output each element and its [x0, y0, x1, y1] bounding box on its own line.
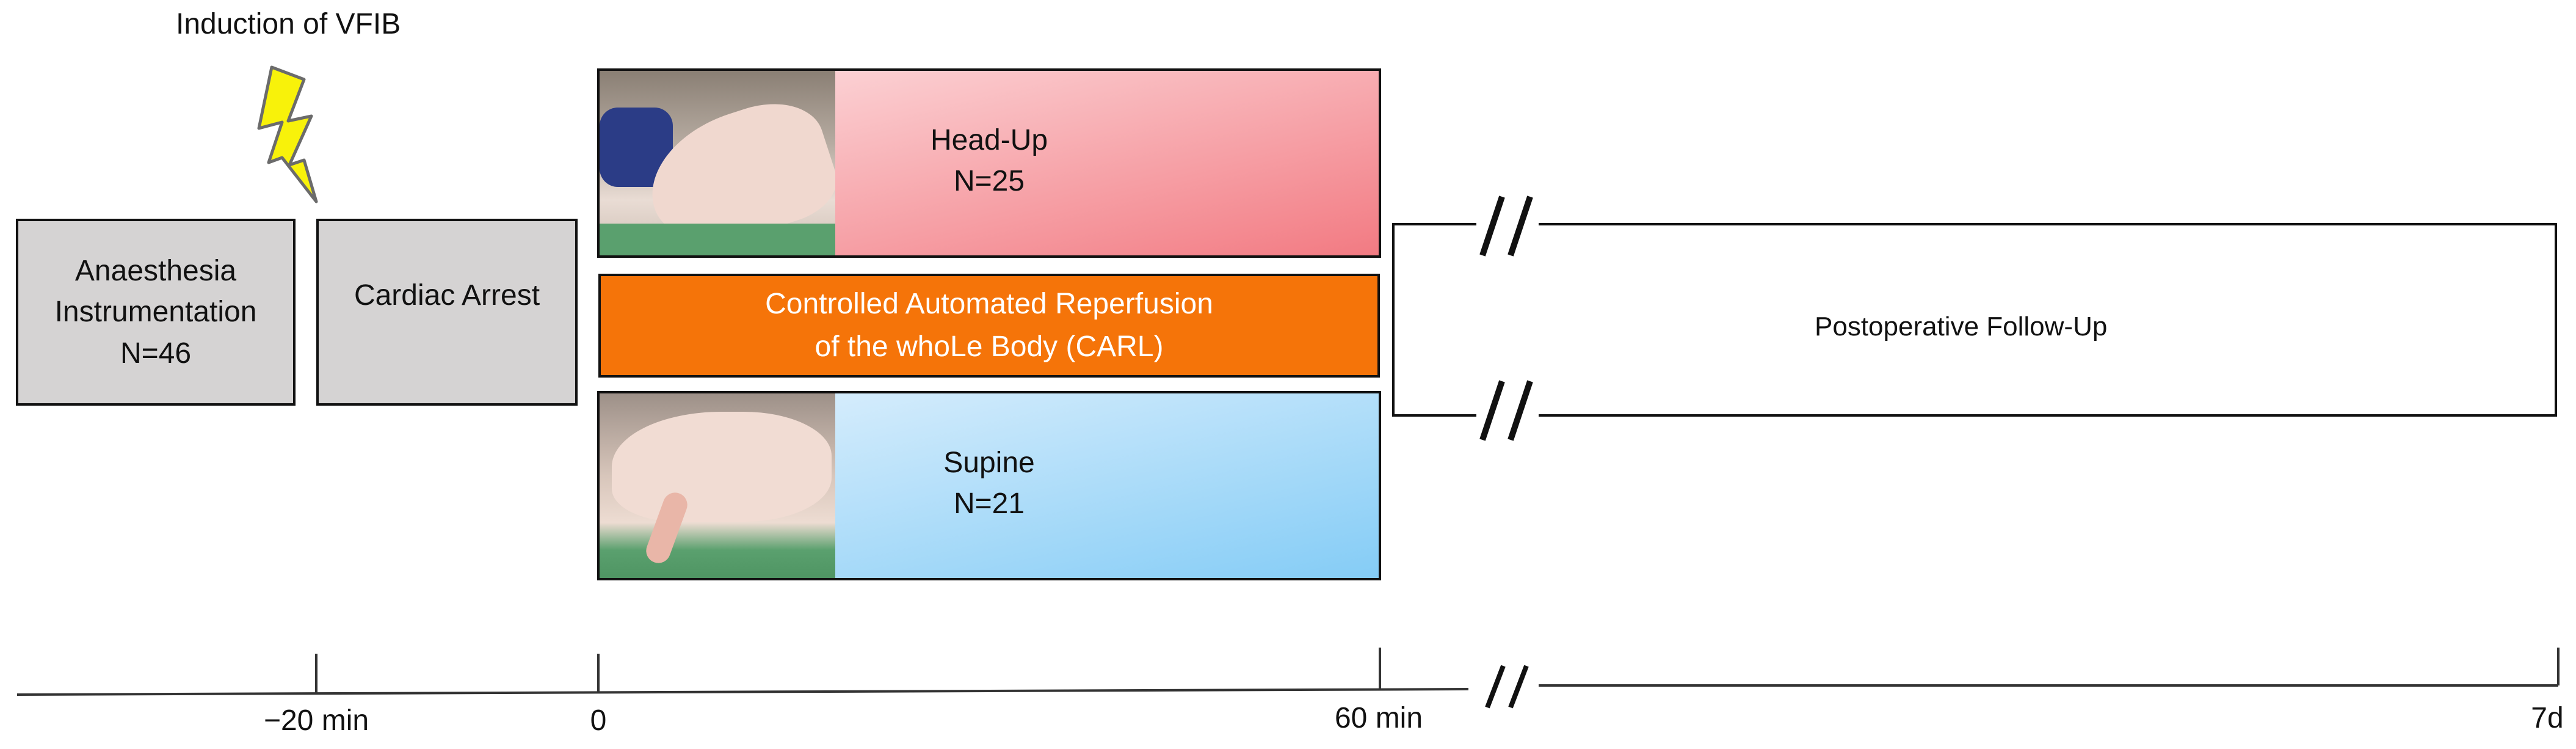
vfib-induction-label: Induction of VFIB [176, 8, 401, 40]
time-axis [16, 648, 2560, 696]
head-up-text: Head-Up N=25 [898, 120, 1081, 202]
anaesthesia-line1: Anaesthesia [74, 255, 237, 288]
followup-frame [1392, 223, 2557, 417]
tick-label-60: 60 min [1334, 702, 1423, 734]
lightning-bolt-icon [257, 65, 318, 203]
break-mark-bottom [1479, 380, 1533, 441]
carl-line1: Controlled Automated Reperfusion [765, 288, 1213, 321]
supine-n: N=21 [953, 488, 1025, 521]
carl-line2: of the whoLe Body (CARL) [815, 331, 1164, 363]
supine-photo [600, 393, 835, 578]
tick-label-0: 0 [590, 704, 607, 737]
break-mark-axis [1485, 665, 1529, 709]
head-up-photo [600, 71, 835, 255]
carl-box: Controlled Automated Reperfusion of the … [598, 274, 1380, 378]
tick-label-7d: 7d [2531, 702, 2564, 734]
subject-shape [612, 412, 832, 522]
tick-label-minus20: −20 min [263, 704, 369, 737]
supine-name: Supine [943, 447, 1035, 479]
anaesthesia-box: Anaesthesia Instrumentation N=46 [16, 219, 296, 406]
anaesthesia-n: N=46 [120, 337, 192, 370]
cardiac-arrest-label: Cardiac Arrest [354, 279, 540, 312]
table-shape [600, 224, 835, 255]
break-mark-top [1479, 195, 1533, 257]
supine-text: Supine N=21 [898, 442, 1081, 524]
cardiac-arrest-box: Cardiac Arrest [316, 219, 578, 406]
anaesthesia-line2: Instrumentation [54, 296, 257, 329]
head-up-n: N=25 [953, 165, 1025, 198]
followup-label: Postoperative Follow-Up [1815, 312, 2108, 342]
head-up-name: Head-Up [930, 124, 1048, 156]
